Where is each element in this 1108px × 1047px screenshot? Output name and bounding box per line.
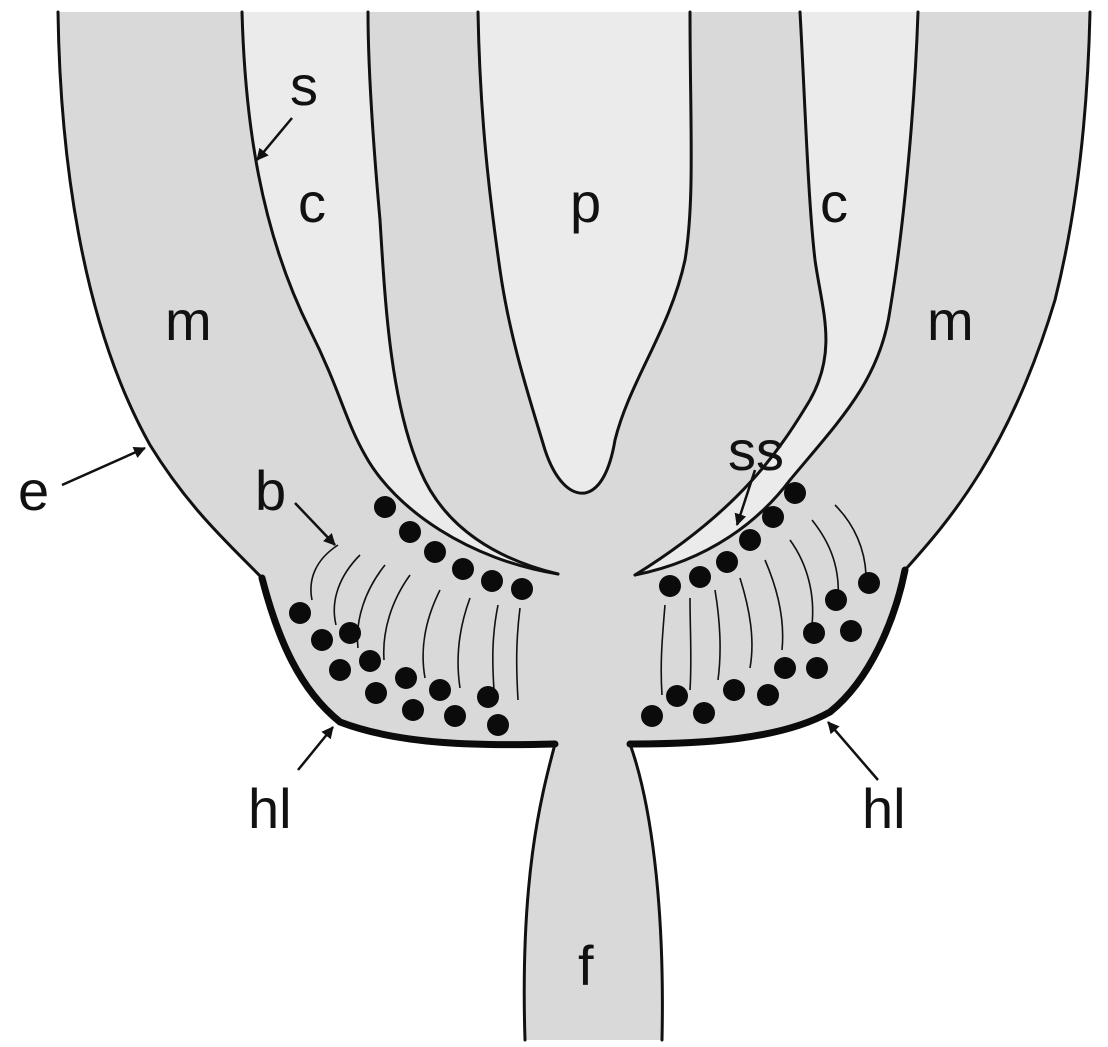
label-b: b — [255, 459, 286, 522]
label-c-left: c — [298, 171, 326, 234]
arrow-e — [61, 446, 146, 487]
label-ss: ss — [728, 419, 784, 482]
label-f: f — [578, 934, 594, 997]
central-p-region — [478, 12, 692, 494]
label-c-right: c — [820, 171, 848, 234]
outer-outline-left — [56, 10, 264, 580]
stalk-outline-right — [628, 742, 664, 1042]
sheath-line-left — [240, 10, 560, 576]
p-outline — [476, 10, 693, 495]
arrow-hl-left — [297, 726, 334, 771]
arrow-hl-right — [827, 721, 879, 781]
label-s: s — [290, 54, 318, 117]
outer-outline-right — [903, 10, 1092, 572]
dots-left — [289, 496, 533, 736]
fibers-right — [660, 504, 867, 696]
cortex-left-region — [242, 12, 558, 574]
label-hl-right: hl — [862, 777, 906, 840]
cortex-inner-line-right — [633, 10, 828, 577]
fibers-left — [310, 544, 521, 701]
label-e: e — [18, 459, 49, 522]
label-m-left: m — [165, 289, 212, 352]
label-hl-left: hl — [248, 777, 292, 840]
sheath-line-right — [633, 10, 920, 577]
dots-right — [641, 482, 880, 727]
arrow-s — [256, 117, 293, 161]
stalk-outline-left — [522, 742, 557, 1042]
label-p: p — [570, 171, 601, 234]
arrow-b — [294, 502, 336, 546]
arrow-ss — [734, 469, 757, 526]
hyaline-layer-right — [626, 566, 909, 748]
cortex-right-region — [635, 12, 918, 575]
label-m-right: m — [927, 289, 974, 352]
hyaline-layer-left — [258, 574, 559, 749]
cortex-inner-line-left — [366, 10, 560, 576]
